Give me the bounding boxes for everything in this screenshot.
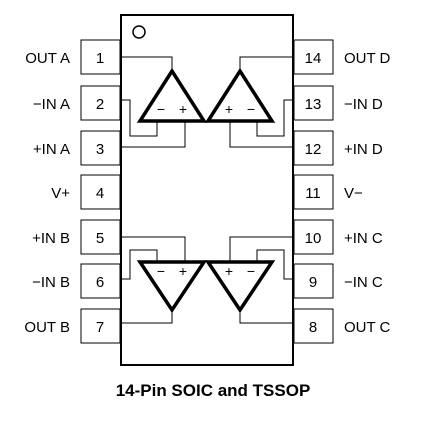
pin-box-12	[293, 130, 334, 166]
pin-label-out-a: OUT A	[25, 50, 70, 67]
wiring	[120, 56, 294, 324]
pin-number-7: 7	[96, 319, 104, 336]
pin-label-v-plus: V+	[51, 185, 70, 202]
op-amp-b-plus-sign: +	[179, 263, 187, 279]
pin-box-6	[80, 263, 121, 299]
pin-box-10	[293, 219, 334, 255]
op-amp-b-symbol	[136, 260, 208, 314]
op-amp-a-plus-sign: +	[179, 101, 187, 117]
pin-box-7	[80, 308, 121, 344]
pin-number-2: 2	[96, 96, 104, 113]
op-amp-c-symbol	[204, 260, 276, 314]
pin-box-2	[80, 85, 121, 121]
pin-label-v-minus: V−	[344, 185, 363, 202]
pin-number-4: 4	[96, 185, 104, 202]
pin-label-plus-in-d: +IN D	[344, 141, 383, 158]
pin-box-4	[80, 174, 121, 210]
pin-label-minus-in-c: −IN C	[344, 274, 383, 291]
op-amp-d-plus-sign: +	[225, 101, 233, 117]
pin-number-12: 12	[305, 141, 322, 158]
pin-number-10: 10	[305, 230, 322, 247]
ic-body	[120, 14, 294, 366]
pin-number-14: 14	[305, 50, 322, 67]
op-amp-d-symbol	[204, 67, 276, 123]
pin-box-5	[80, 219, 121, 255]
pin-label-out-c: OUT C	[344, 319, 391, 336]
pin-label-plus-in-a: +IN A	[33, 141, 70, 158]
pin-label-minus-in-a: −IN A	[33, 96, 70, 113]
pin1-marker	[132, 25, 146, 39]
pin-number-6: 6	[96, 274, 104, 291]
pin-box-1	[80, 39, 121, 75]
pin-label-plus-in-c: +IN C	[344, 230, 383, 247]
pin-number-3: 3	[96, 141, 104, 158]
pin-box-9	[293, 263, 334, 299]
op-amp-d-minus-sign: −	[247, 101, 255, 117]
pin-label-plus-in-b: +IN B	[32, 230, 70, 247]
pin-number-13: 13	[305, 96, 322, 113]
pin-box-8	[293, 308, 334, 344]
pin-label-out-b: OUT B	[24, 319, 70, 336]
pin-box-3	[80, 130, 121, 166]
pin-box-11	[293, 174, 334, 210]
op-amp-b-minus-sign: −	[157, 263, 165, 279]
pin-number-5: 5	[96, 230, 104, 247]
package-caption: 14-Pin SOIC and TSSOP	[116, 381, 311, 400]
op-amp-a-symbol	[136, 67, 208, 123]
pin-number-9: 9	[309, 274, 317, 291]
pin-number-1: 1	[96, 50, 104, 67]
pin-label-out-d: OUT D	[344, 50, 391, 67]
pin-label-minus-in-b: −IN B	[32, 274, 70, 291]
pin-number-8: 8	[309, 319, 317, 336]
pin-label-minus-in-d: −IN D	[344, 96, 383, 113]
op-amp-a-minus-sign: −	[157, 101, 165, 117]
pin-box-13	[293, 85, 334, 121]
op-amp-c-minus-sign: −	[247, 263, 255, 279]
op-amp-c-plus-sign: +	[225, 263, 233, 279]
pin-number-11: 11	[305, 185, 321, 202]
